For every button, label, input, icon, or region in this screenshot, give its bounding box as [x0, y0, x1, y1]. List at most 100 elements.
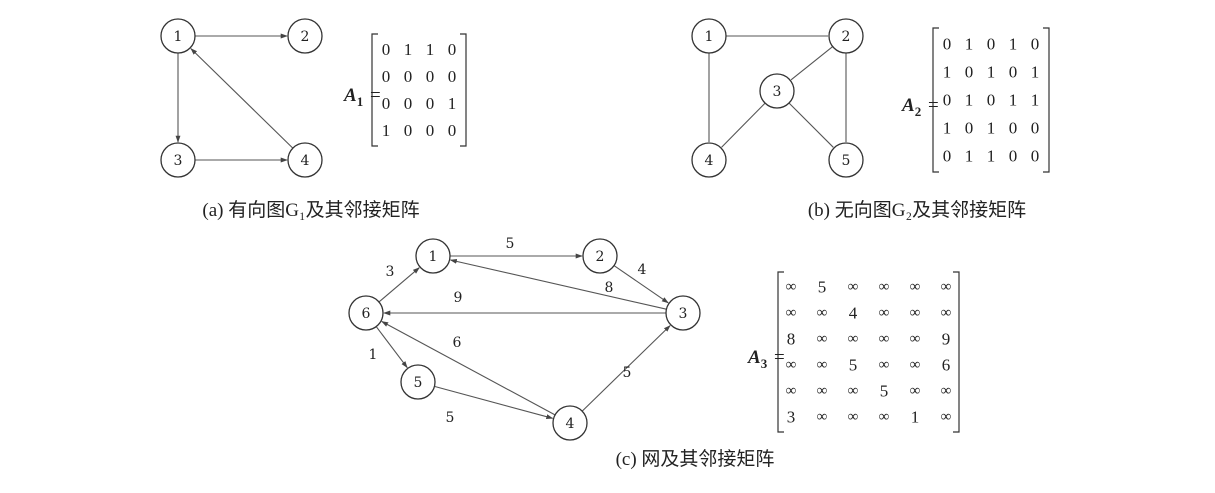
edge-c-4-6	[381, 321, 556, 416]
matrix-cell-c-r2c4: ∞	[879, 305, 890, 321]
matrix-equals-sign: =	[928, 95, 939, 116]
matrix-right-bracket	[460, 33, 467, 147]
matrix-cell-a-r2c4: 0	[448, 67, 457, 86]
edge-b-3-4	[721, 102, 766, 148]
edge-weight-1-2: 5	[506, 236, 515, 252]
matrix-right-bracket	[1043, 27, 1050, 173]
edge-c-2-3	[613, 265, 669, 304]
vertex-label: 1	[705, 29, 714, 45]
matrix-subscript: 3	[761, 356, 768, 371]
matrix-cell-b-r1c4: 1	[1009, 35, 1018, 54]
vertex-circle	[160, 18, 196, 54]
vertex-circle	[691, 18, 727, 54]
panel-c-nodes: 1 2 3 4 5 6	[348, 238, 701, 441]
matrix-cell-a-r2c1: 0	[382, 67, 391, 86]
matrix-cell-a-r4c4: 0	[448, 121, 457, 140]
matrix-cell-c-r5c1: ∞	[786, 383, 797, 399]
vertex-label: 4	[301, 153, 310, 169]
matrix-equals-sign: =	[370, 85, 381, 106]
matrix-name: A	[901, 95, 915, 116]
matrix-cell-b-r3c2: 1	[965, 91, 974, 110]
vertex-circle	[160, 142, 196, 178]
vertex-circle	[691, 142, 727, 178]
matrix-cell-b-r3c1: 0	[943, 91, 952, 110]
vertex-label: 1	[429, 249, 438, 265]
vertex-circle	[552, 405, 588, 441]
vertex-c-5: 5	[400, 364, 436, 400]
matrix-cell-c-r3c6: 9	[942, 330, 951, 349]
panel-b-edges	[708, 35, 847, 148]
matrix-cell-c-r6c3: ∞	[848, 409, 859, 425]
matrix-cell-b-r1c2: 1	[965, 35, 974, 54]
matrix-label-a: A1	[343, 85, 363, 109]
vertex-label: 6	[362, 306, 371, 322]
edge-c-6-5	[375, 326, 408, 369]
matrix-cell-a-r1c4: 0	[448, 40, 457, 59]
matrix-cell-c-r6c1: 3	[787, 408, 796, 427]
edge-weight-6-1: 3	[386, 264, 395, 280]
edge-weight-3-1: 8	[605, 280, 614, 296]
vertex-label: 2	[596, 249, 605, 265]
vertex-circle	[400, 364, 436, 400]
matrix-cell-b-r1c3: 0	[987, 35, 996, 54]
matrix-cell-a-r3c1: 0	[382, 94, 391, 113]
matrix-cell-c-r3c3: ∞	[848, 331, 859, 347]
matrix-cell-b-r2c1: 1	[943, 63, 952, 82]
matrix-left-bracket	[932, 27, 939, 173]
vertex-b-3: 3	[759, 73, 795, 109]
matrix-subscript: 1	[357, 94, 364, 109]
matrix-cell-b-r3c5: 1	[1031, 91, 1040, 110]
matrix-cell-b-r2c4: 0	[1009, 63, 1018, 82]
vertex-label: 2	[842, 29, 851, 45]
edge-a-4-1	[190, 48, 294, 149]
vertex-circle	[415, 238, 451, 274]
matrix-label-b: A2	[901, 95, 921, 119]
matrix-cell-c-r3c2: ∞	[817, 331, 828, 347]
vertex-label: 3	[679, 306, 688, 322]
matrix-cell-c-r1c4: ∞	[879, 279, 890, 295]
matrix-left-bracket	[777, 271, 784, 433]
matrix-cell-a-r3c3: 0	[426, 94, 435, 113]
matrix-cell-c-r1c2: 5	[818, 278, 827, 297]
matrix-right-bracket	[953, 271, 960, 433]
matrix-cell-a-r1c2: 1	[404, 40, 413, 59]
matrix-cell-b-r5c2: 1	[965, 147, 974, 166]
vertex-b-5: 5	[828, 142, 864, 178]
matrix-cell-a-r4c3: 0	[426, 121, 435, 140]
vertex-circle	[665, 295, 701, 331]
matrix-cell-c-r2c3: 4	[849, 304, 858, 323]
vertex-b-2: 2	[828, 18, 864, 54]
edge-b-3-5	[788, 102, 834, 148]
matrix-cell-a-r2c3: 0	[426, 67, 435, 86]
matrix-name: A	[343, 85, 357, 106]
vertex-c-3: 3	[665, 295, 701, 331]
matrix-cell-b-r4c2: 0	[965, 119, 974, 138]
matrix-cell-c-r6c6: ∞	[941, 409, 952, 425]
edge-weight-4-3: 5	[623, 365, 632, 381]
vertex-circle	[828, 18, 864, 54]
matrix-cell-b-r4c3: 1	[987, 119, 996, 138]
matrix-cell-a-r1c1: 0	[382, 40, 391, 59]
vertex-c-6: 6	[348, 295, 384, 331]
edge-weight-2-3: 4	[638, 262, 647, 278]
matrix-cell-c-r5c6: ∞	[941, 383, 952, 399]
matrix-cell-c-r2c1: ∞	[786, 305, 797, 321]
matrix-cell-c-r2c6: ∞	[941, 305, 952, 321]
edge-c-6-1	[378, 267, 420, 303]
matrix-cell-a-r1c3: 1	[426, 40, 435, 59]
edge-weight-4-6: 6	[453, 335, 462, 351]
vertex-a-1: 1	[160, 18, 196, 54]
matrix-cell-c-r1c3: ∞	[848, 279, 859, 295]
edge-c-3-1	[449, 259, 667, 310]
vertex-c-1: 1	[415, 238, 451, 274]
matrix-cell-c-r1c5: ∞	[910, 279, 921, 295]
matrix-cell-c-r4c1: ∞	[786, 357, 797, 373]
matrix-cell-b-r4c4: 0	[1009, 119, 1018, 138]
vertex-circle	[582, 238, 618, 274]
vertex-label: 3	[773, 84, 782, 100]
